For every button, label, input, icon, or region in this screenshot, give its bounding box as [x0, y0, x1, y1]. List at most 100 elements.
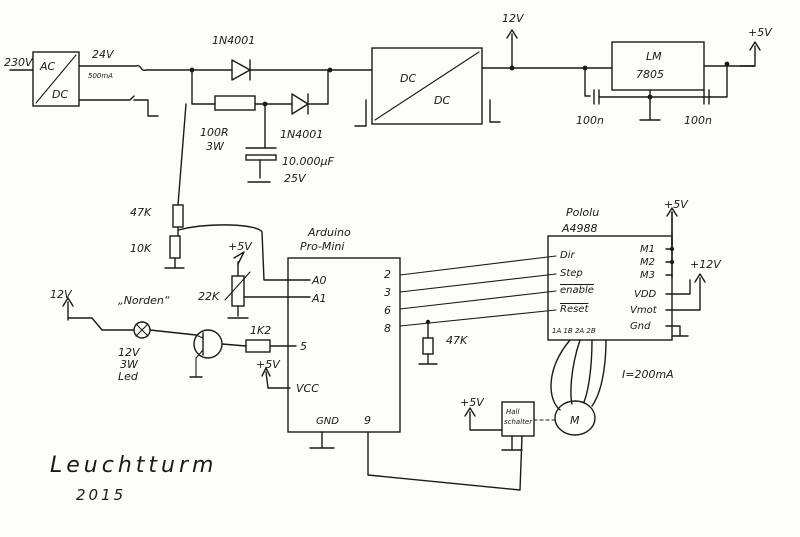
label-arduino-name: Arduino: [307, 226, 351, 239]
label-pin-2: 2: [384, 268, 391, 281]
arrow-12v: [506, 29, 518, 39]
label-title: Leuchtturm: [50, 453, 217, 478]
wire-2a: [583, 339, 593, 403]
label-pin-m2: M2: [640, 257, 655, 268]
label-mains: 230V: [4, 56, 34, 69]
label-pin-m3: M3: [640, 270, 655, 281]
label-pin-5: 5: [300, 340, 307, 353]
label-lamp-type: Led: [118, 370, 139, 383]
label-year: 2015: [76, 486, 126, 504]
arrow-vmot: [694, 273, 706, 283]
divider-wire-top: [177, 103, 187, 206]
dcdc-diagonal: [374, 51, 480, 121]
cap-100n-left-lead: [584, 67, 591, 97]
lamp-supply-arrow: [62, 297, 74, 307]
label-driver-12v: +12V: [690, 258, 722, 271]
label-r-47k: 47K: [130, 206, 152, 219]
tap-5v: [739, 45, 756, 67]
label-5v: +5V: [748, 26, 773, 39]
wire-reset: [399, 309, 557, 327]
label-driver-name: Pololu: [566, 206, 599, 219]
label-adapter-dc: DC: [52, 88, 68, 101]
wire-m1: [665, 211, 673, 250]
hall-sensor: [501, 401, 535, 437]
label-pot-value: 22K: [198, 290, 220, 303]
label-adapter-current: 500mA: [88, 72, 113, 80]
label-reg-name: LM: [646, 50, 662, 63]
label-vcc-supply: +5V: [256, 358, 281, 371]
label-base-resistor: 1K2: [250, 324, 271, 337]
dcdc-input-node: [327, 67, 333, 73]
wire-to-base-resistor: [221, 343, 247, 347]
ac-dc-adapter: [32, 51, 80, 107]
label-pin-reset: Reset: [560, 304, 589, 315]
diode-mid: [291, 93, 309, 115]
wire-vcc: [265, 371, 291, 389]
label-pin-vcc: VCC: [296, 382, 319, 395]
label-pin-vdd: VDD: [634, 289, 657, 300]
label-pin-9: 9: [364, 414, 371, 427]
label-lamp-supply: 12V: [50, 288, 73, 301]
label-pin-vmot: Vmot: [630, 305, 658, 316]
potentiometer: [224, 251, 311, 319]
power-section: [9, 29, 761, 183]
label-cap-value: 10.000µF: [282, 155, 334, 168]
label-pin-dir: Dir: [560, 250, 575, 261]
lamp-driver: [62, 297, 297, 378]
pot-adjust-arrow: [224, 271, 251, 301]
wire-vdd: [665, 279, 691, 295]
transistor: [193, 329, 223, 359]
diode-mid-to-rail: [307, 69, 329, 105]
resistor-47k: [172, 204, 184, 228]
wire-dir: [399, 255, 557, 276]
arduino-section: [261, 255, 557, 491]
label-pin-a1: A1: [311, 292, 327, 305]
label-cap-voltage: 25V: [284, 172, 307, 185]
hall-supply-arrow: [464, 407, 476, 417]
wire-1a: [550, 339, 571, 411]
wire-2b: [591, 339, 607, 407]
label-pin-step: Step: [560, 268, 583, 279]
adapter-ground: [133, 99, 159, 117]
wire-driver-gnd: [665, 325, 681, 337]
label-pin-bottom: 1A 1B 2A 2B: [552, 327, 596, 335]
label-arduino-model: Pro-Mini: [300, 240, 344, 253]
label-cap-right: 100n: [684, 114, 712, 127]
cap-plate-bottom: [245, 154, 277, 161]
resistor-10k: [169, 235, 181, 259]
dcdc-gnd-left: [354, 99, 367, 127]
label-hall-line2: schalter: [504, 418, 533, 426]
hall-motor: [464, 400, 596, 451]
label-pot-name: „Norden“: [118, 294, 170, 307]
wire-1b: [570, 339, 581, 405]
label-motor-current: I=200mA: [622, 368, 674, 381]
adapter-diagonal: [35, 54, 77, 104]
label-dcdc-right: DC: [434, 94, 450, 107]
wire-vmot: [665, 277, 701, 311]
label-adapter-voltage: 24V: [92, 48, 115, 61]
stepper-motor: [554, 400, 596, 436]
voltage-divider: [164, 103, 311, 281]
wire-to-lamp: [67, 317, 135, 331]
lamp-x-b: [135, 323, 149, 337]
wire-pin9-hall: [367, 431, 523, 491]
transistor-emitter: [195, 349, 204, 377]
node-m1: [669, 246, 675, 252]
adapter-out-minus: [78, 95, 135, 101]
node-m2: [669, 259, 675, 265]
label-diode-top: 1N4001: [212, 34, 255, 47]
label-r-10k: 10K: [130, 242, 152, 255]
cap-100n-right-lead: [708, 63, 728, 98]
pololu-a4988: [547, 235, 673, 341]
dc-dc-converter: [371, 47, 483, 125]
label-pin-3: 3: [384, 286, 391, 299]
resistor-1k2: [245, 339, 271, 353]
label-pin-6: 6: [384, 304, 391, 317]
dcdc-gnd-right: [489, 99, 501, 123]
label-driver-model: A4988: [561, 222, 598, 235]
wire-enable: [399, 290, 557, 310]
label-hall-supply: +5V: [460, 396, 485, 409]
label-dcdc-left: DC: [400, 72, 416, 85]
